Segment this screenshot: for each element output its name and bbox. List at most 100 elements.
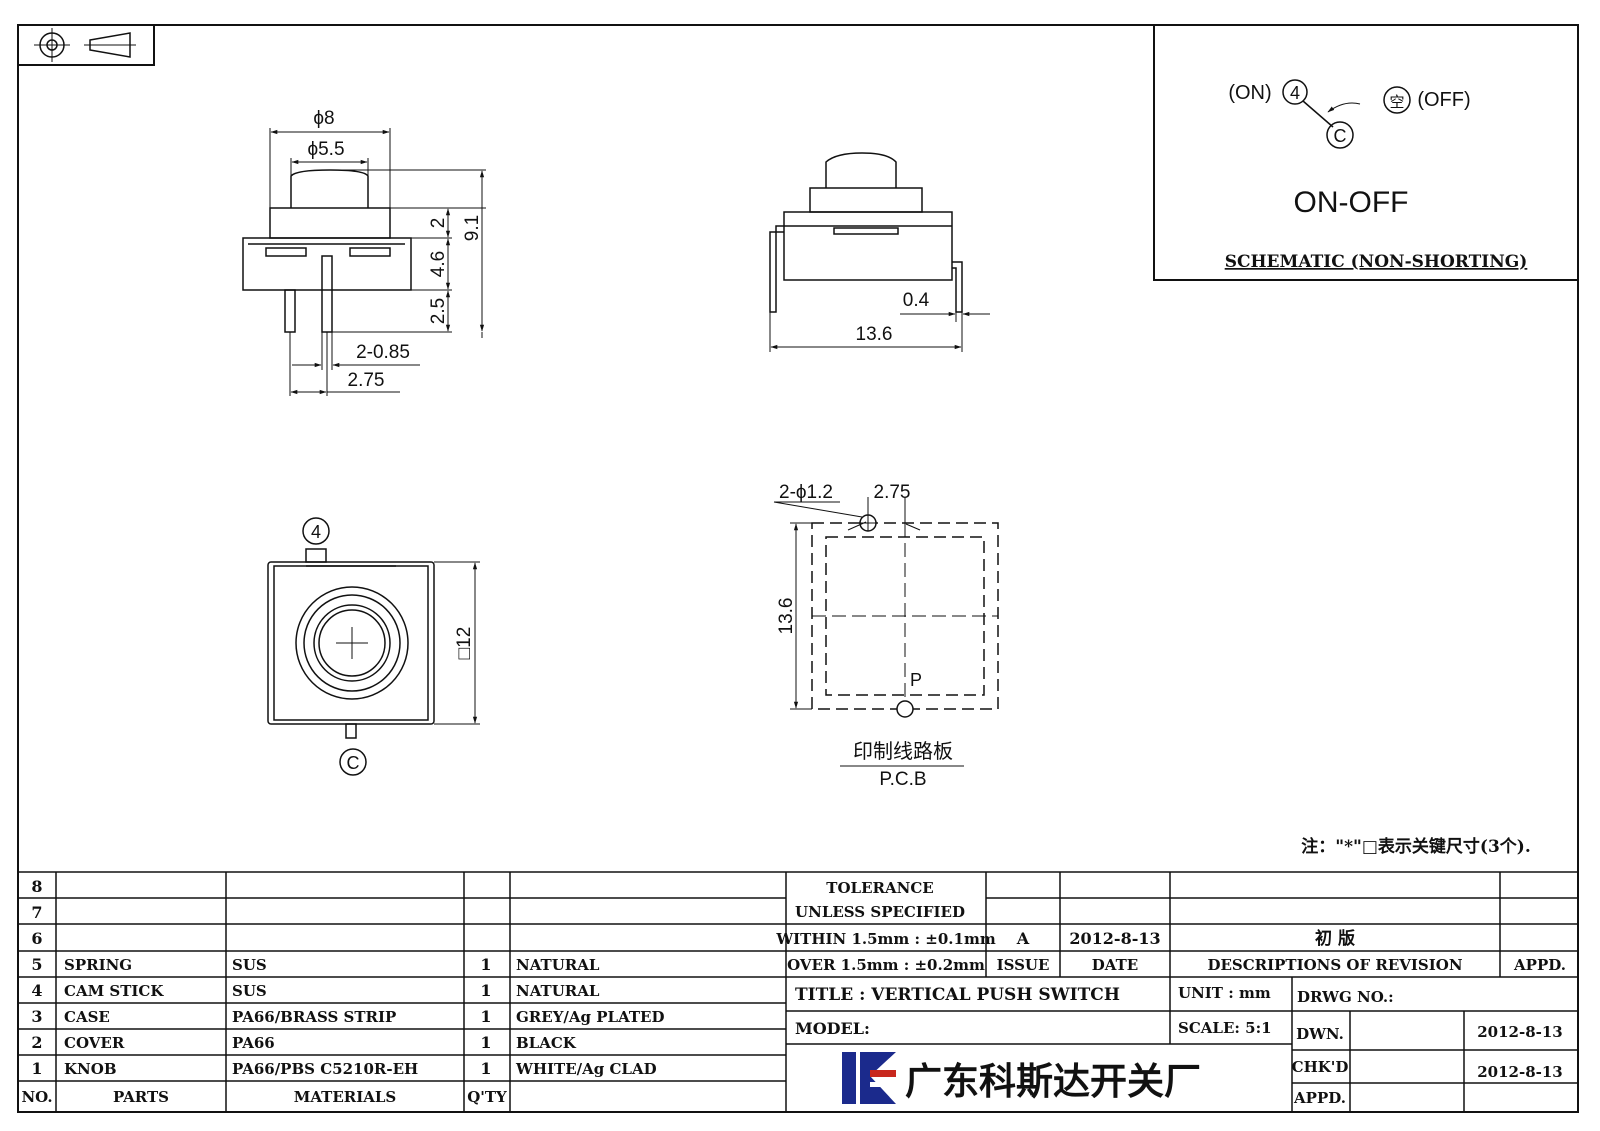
schematic-arrow-icon	[1327, 102, 1361, 113]
front-view	[769, 152, 963, 313]
dim-pin-width: 2-0.85	[356, 342, 410, 363]
revision-col-appd: APPD.	[1513, 956, 1566, 974]
drawing-note: 注："*"□表示关键尺寸(3个).	[1301, 836, 1531, 857]
tolerance-unless: UNLESS SPECIFIED	[795, 903, 965, 921]
dim-square: □12	[454, 627, 475, 660]
table-row: 5 SPRING SUS 1 NATURAL	[31, 955, 599, 974]
schematic-terminal-4: 4	[1290, 83, 1300, 103]
bom-finish: WHITE/Ag CLAD	[515, 1060, 657, 1078]
side-view-dimensions	[269, 128, 486, 396]
bom-no: 3	[31, 1007, 42, 1026]
bom-header-materials: MATERIALS	[294, 1088, 397, 1106]
dim-mid-height: 4.6	[428, 251, 449, 277]
bom-no: 4	[31, 981, 42, 1000]
dim-pcb-pitch: 2.75	[874, 482, 911, 503]
dim-outer-diameter: ϕ8	[313, 108, 334, 129]
bom-qty: 1	[480, 1059, 491, 1078]
bom-qty: 1	[480, 1033, 491, 1052]
bom-part: SPRING	[64, 956, 132, 974]
terminal-c-callout: C	[339, 748, 367, 776]
table-row: 2 COVER PA66 1 BLACK	[31, 1033, 576, 1052]
tolerance-within: WITHIN 1.5mm : ±0.1mm	[775, 930, 996, 948]
front-view-dimensions	[769, 311, 990, 352]
tolerance-title: TOLERANCE	[826, 879, 933, 897]
bom-part: CASE	[64, 1008, 110, 1026]
dim-pin-length: 2.5	[428, 298, 449, 324]
schematic-terminal-c: C	[1334, 126, 1347, 146]
bom-row-number: 8	[31, 877, 42, 896]
bom-material: PA66	[232, 1034, 275, 1052]
bom-part: KNOB	[64, 1060, 117, 1078]
bom-material: PA66/BRASS STRIP	[232, 1008, 396, 1026]
bom-no: 1	[31, 1059, 42, 1078]
dim-pcb-size: 13.6	[776, 598, 797, 635]
title-block-title: TITLE : VERTICAL PUSH SWITCH	[795, 985, 1120, 1005]
tolerance-over: OVER 1.5mm : ±0.2mm	[787, 956, 985, 974]
schematic-caption: SCHEMATIC (NON-SHORTING)	[1225, 252, 1528, 272]
bom-finish: NATURAL	[516, 982, 600, 1000]
pcb-label-en: P.C.B	[879, 769, 926, 790]
bom-no: 5	[31, 955, 42, 974]
top-view-dimensions	[434, 561, 480, 725]
dim-top-height: 2	[428, 218, 449, 229]
bom-no: 2	[31, 1033, 42, 1052]
dim-pin-thickness: 0.4	[903, 290, 930, 311]
schematic-switch-arm	[1302, 100, 1334, 128]
bom-header-parts: PARTS	[113, 1088, 169, 1106]
terminal-c-label: C	[347, 753, 360, 773]
company-name: 广东科斯达开关厂	[905, 1060, 1201, 1103]
table-row: 3 CASE PA66/BRASS STRIP 1 GREY/Ag PLATED	[31, 1007, 664, 1026]
title-block-appd: APPD.	[1293, 1089, 1346, 1107]
revision-date: 2012-8-13	[1069, 929, 1160, 948]
title-block-scale: SCALE: 5:1	[1178, 1019, 1272, 1037]
bom-qty: 1	[480, 1007, 491, 1026]
pcb-layout	[811, 522, 999, 710]
bom-header-no: NO.	[21, 1088, 52, 1106]
schematic-off-label: (OFF)	[1417, 89, 1470, 111]
schematic-off-symbol: 空	[1389, 94, 1404, 111]
company-logo-icon	[842, 1052, 896, 1104]
bom-material: SUS	[232, 956, 267, 974]
title-block-chkd: CHK'D	[1292, 1058, 1349, 1076]
pcb-label-cn: 印制线路板	[853, 740, 953, 763]
pcb-holes	[859, 514, 914, 718]
bom-finish: NATURAL	[516, 956, 600, 974]
title-block-chkd-date: 2012-8-13	[1477, 1063, 1563, 1081]
revision-description: 初 版	[1315, 928, 1355, 949]
revision-issue: A	[1016, 929, 1030, 948]
bom-part: COVER	[64, 1034, 125, 1052]
revision-col-issue: ISSUE	[997, 956, 1050, 974]
bom-finish: GREY/Ag PLATED	[516, 1008, 665, 1026]
sheet-border	[17, 24, 1579, 1113]
terminal-4-label: 4	[311, 522, 321, 542]
title-block-model: MODEL:	[795, 1019, 870, 1038]
dim-total-height: 9.1	[462, 215, 483, 241]
bom-material: PA66/PBS C5210R-EH	[232, 1060, 418, 1078]
projection-symbol-icon	[17, 24, 155, 66]
bom-qty: 1	[480, 955, 491, 974]
title-block-drwg-no: DRWG NO.:	[1297, 988, 1394, 1006]
table-row: 1 KNOB PA66/PBS C5210R-EH 1 WHITE/Ag CLA…	[31, 1059, 656, 1078]
title-block-unit: UNIT : mm	[1178, 984, 1271, 1002]
pcb-dimensions	[773, 497, 964, 767]
side-view	[242, 169, 412, 333]
terminal-4-callout: 4	[302, 517, 330, 545]
dim-body-width: 13.6	[856, 324, 893, 345]
dim-inner-diameter: ϕ5.5	[307, 139, 344, 160]
bom-row-number: 7	[31, 903, 42, 922]
bom-row-number: 6	[31, 929, 42, 948]
table-row: 4 CAM STICK SUS 1 NATURAL	[31, 981, 599, 1000]
top-view	[267, 548, 435, 739]
bom-qty: 1	[480, 981, 491, 1000]
schematic-title: ON-OFF	[1294, 186, 1409, 219]
revision-col-date: DATE	[1092, 956, 1138, 974]
bom-material: SUS	[232, 982, 267, 1000]
bom-part: CAM STICK	[64, 982, 164, 1000]
title-block-dwn-date: 2012-8-13	[1477, 1023, 1563, 1041]
table-grid	[18, 871, 1578, 1112]
title-block-dwn: DWN.	[1296, 1025, 1344, 1043]
bom-header-qty: Q'TY	[467, 1088, 507, 1106]
bom-finish: BLACK	[516, 1034, 577, 1052]
pcb-point-label: P	[910, 670, 922, 690]
